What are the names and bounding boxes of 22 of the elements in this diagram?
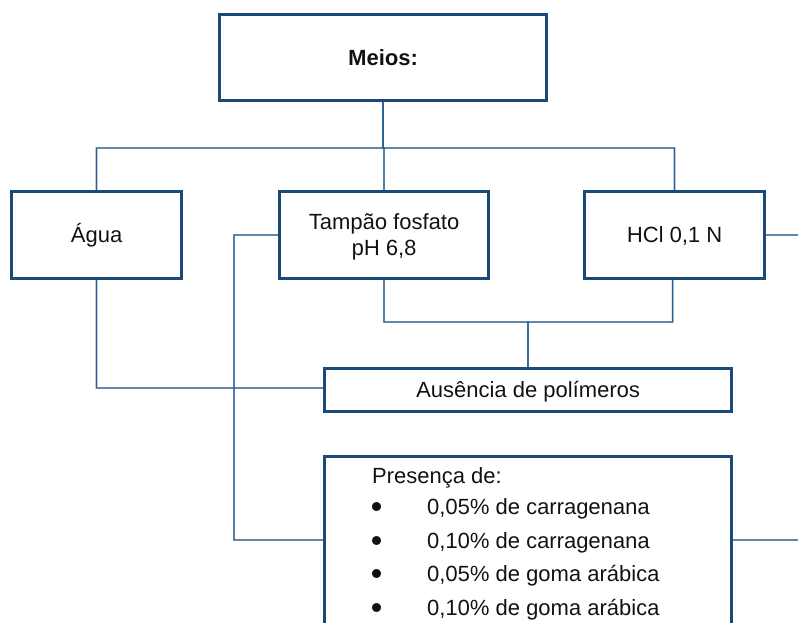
node-label: Água xyxy=(70,222,122,248)
process-box xyxy=(10,190,183,280)
process-box xyxy=(583,190,766,280)
list-heading: Presença de: xyxy=(372,462,503,490)
list-box xyxy=(323,455,733,623)
connector-line xyxy=(233,234,323,541)
list-item: 0,05% de carragenana xyxy=(427,493,650,521)
list-item: 0,05% de goma arábica xyxy=(427,560,660,588)
process-box xyxy=(278,190,490,280)
node-label: Ausência de polímeros xyxy=(416,377,640,403)
node-label: Meios: xyxy=(348,44,418,70)
title-box xyxy=(218,13,548,102)
list-item: 0,10% de carragenana xyxy=(427,526,650,555)
node-label: Tampão fosfato pH 6,8 xyxy=(308,209,460,261)
list-item: 0,10% de goma arábica xyxy=(427,594,660,622)
connector-line xyxy=(527,280,674,367)
node-label: HCl 0,1 N xyxy=(626,222,722,248)
connector-line xyxy=(96,280,323,389)
connector-line xyxy=(766,234,798,236)
process-box xyxy=(323,367,733,413)
connector-line xyxy=(733,539,798,541)
connector-line xyxy=(382,102,676,190)
